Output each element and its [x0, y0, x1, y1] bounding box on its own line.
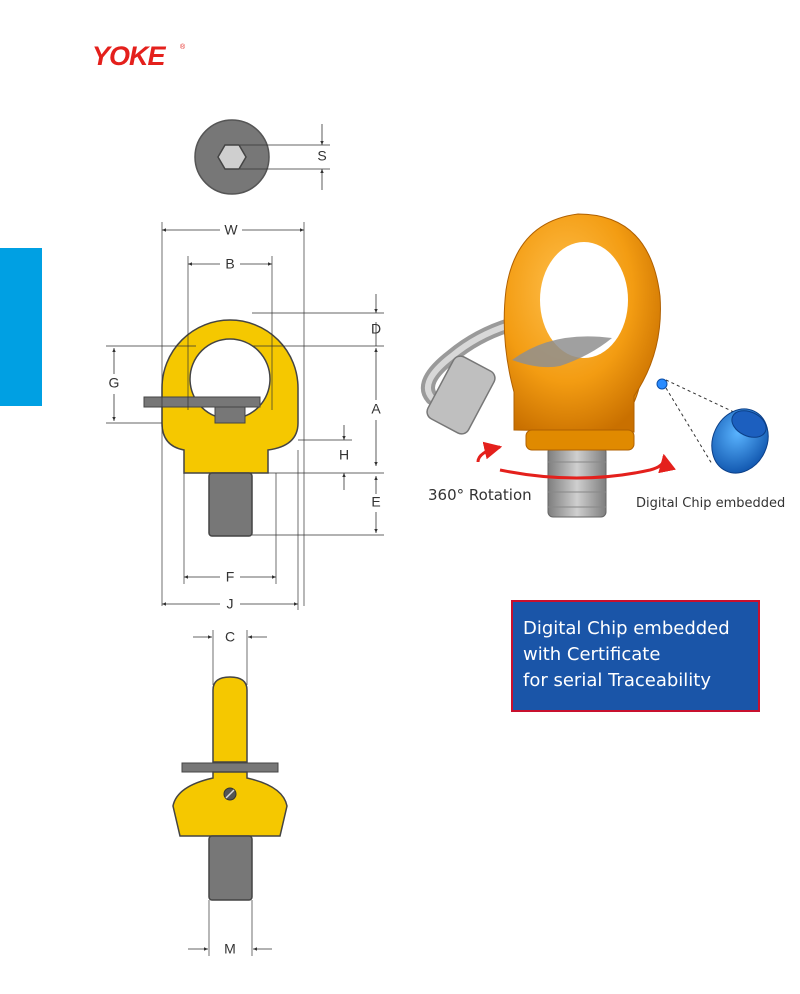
side-thread-shank — [208, 835, 253, 901]
dim-label-m: M — [224, 941, 236, 957]
dim-label-b: B — [225, 256, 234, 272]
ring-orange-eye — [540, 242, 628, 358]
dim-label-h: H — [339, 447, 349, 463]
rotation-caption: 360° Rotation — [428, 486, 532, 504]
dim-label-d: D — [371, 321, 381, 337]
banner-line-2: with Certificate — [523, 644, 661, 665]
dim-label-s: S — [317, 148, 326, 164]
side-swivel-bar — [181, 762, 279, 773]
yoke-logo: YOKE ® — [92, 41, 186, 70]
dim-label-f: F — [226, 569, 235, 585]
registered-mark: ® — [180, 43, 186, 51]
side-view: C M — [172, 629, 288, 957]
thread-shank — [208, 472, 253, 537]
side-base — [172, 771, 288, 837]
link-pin — [426, 355, 496, 435]
traceability-banner: Digital Chip embedded with Certificate f… — [511, 600, 760, 712]
bar-pin — [214, 406, 246, 424]
dim-label-c: C — [225, 629, 235, 645]
dim-label-w: W — [224, 222, 238, 238]
side-shaft — [212, 676, 248, 763]
embedded-chip-dot — [656, 378, 668, 390]
dim-label-a: A — [371, 401, 381, 417]
banner-line-3: for serial Traceability — [523, 670, 711, 691]
swivel-bar — [143, 396, 261, 408]
dim-label-e: E — [371, 494, 380, 510]
rotation-arrow-icon — [499, 453, 676, 480]
brand-name: YOKE — [92, 41, 167, 70]
banner-line-1: Digital Chip embedded — [523, 618, 730, 639]
chip-caption: Digital Chip embedded — [636, 496, 786, 511]
section-tab — [0, 248, 42, 406]
product-illustration — [421, 213, 769, 518]
front-view: W B D A G H E — [106, 222, 384, 612]
dim-label-j: J — [227, 596, 234, 612]
dim-label-g: G — [109, 375, 120, 391]
hex-socket-icon — [217, 144, 247, 170]
top-view: S — [194, 119, 330, 195]
